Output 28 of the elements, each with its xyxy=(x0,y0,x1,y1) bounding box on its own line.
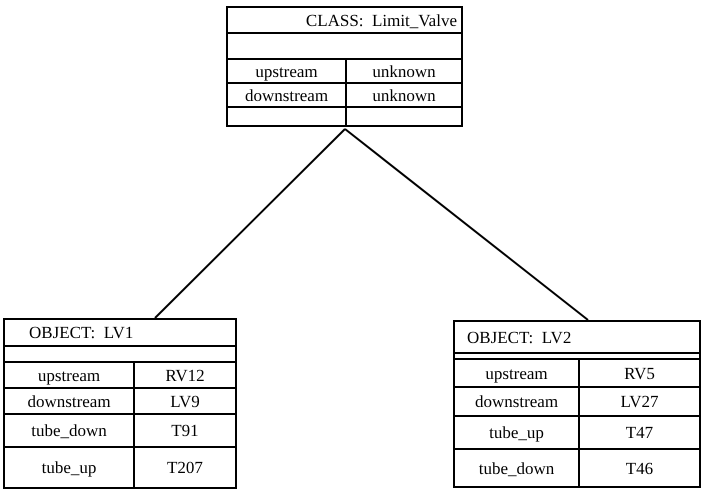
connector-line xyxy=(344,128,589,321)
table-heading: CLASS: Limit_Valve xyxy=(306,12,457,28)
table-cell-text: T91 xyxy=(170,420,200,442)
table-cell: upstream xyxy=(5,363,135,387)
table-heading: OBJECT: LV1 xyxy=(29,324,134,341)
table-cell: upstream xyxy=(228,60,347,82)
class-table xyxy=(3,318,237,489)
connector-line xyxy=(154,128,346,319)
table-cell-text: T207 xyxy=(166,457,204,479)
table-cell-text: LV9 xyxy=(169,390,201,412)
table-cell: upstream xyxy=(455,360,580,386)
class-table xyxy=(226,6,463,127)
table-cell-text: RV5 xyxy=(623,362,656,384)
table-cell-text: T46 xyxy=(624,458,654,480)
table-cell: tube_up xyxy=(455,417,580,448)
table-cell-text: LV27 xyxy=(619,391,660,413)
class-table xyxy=(453,320,701,488)
table-heading: OBJECT: LV2 xyxy=(467,328,572,346)
table-cell: tube_down xyxy=(455,450,580,486)
table-cell-text: RV12 xyxy=(164,364,206,386)
table-cell-text: T47 xyxy=(624,422,654,444)
table-cell-text: unknown xyxy=(371,60,437,82)
table-cell: downstream xyxy=(5,389,135,413)
table-cell: tube_down xyxy=(5,415,135,446)
table-cell-text: unknown xyxy=(371,84,437,106)
table-cell: downstream xyxy=(228,84,347,106)
table-cell: downstream xyxy=(455,388,580,415)
table-cell: tube_up xyxy=(5,448,135,487)
